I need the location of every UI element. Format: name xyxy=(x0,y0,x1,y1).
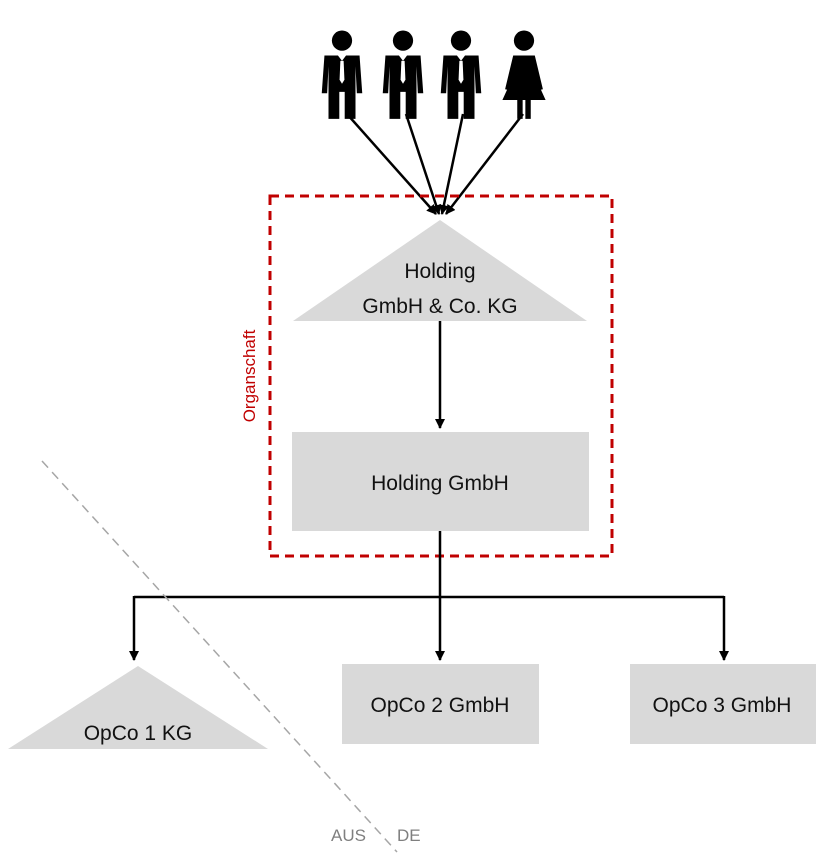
shareholder-arrows xyxy=(346,113,524,215)
opco1-shape xyxy=(8,666,268,749)
holding-gmbh-label: Holding GmbH xyxy=(371,472,509,495)
businessman-icon xyxy=(440,30,482,119)
distribution-lines xyxy=(129,531,729,661)
border-label-aus: AUS xyxy=(331,826,366,845)
businessman-icon xyxy=(321,30,363,119)
border-label-de: DE xyxy=(397,826,421,845)
holding-kg-shape xyxy=(293,220,587,321)
opco3-box xyxy=(630,664,816,744)
businessman-icon xyxy=(382,30,424,119)
businesswoman-icon xyxy=(502,30,546,119)
opco2-box xyxy=(342,664,539,744)
opco2-label: OpCo 2 GmbH xyxy=(371,694,510,717)
holding-kg-label-line2: GmbH & Co. KG xyxy=(362,295,517,318)
holding-gmbh-box xyxy=(292,432,589,531)
opco3-label: OpCo 3 GmbH xyxy=(653,694,792,717)
country-border-line xyxy=(41,460,398,853)
organschaft-label: Organschaft xyxy=(240,329,259,422)
opco1-label: OpCo 1 KG xyxy=(84,722,193,745)
holding-kg-label-line1: Holding xyxy=(404,260,475,283)
